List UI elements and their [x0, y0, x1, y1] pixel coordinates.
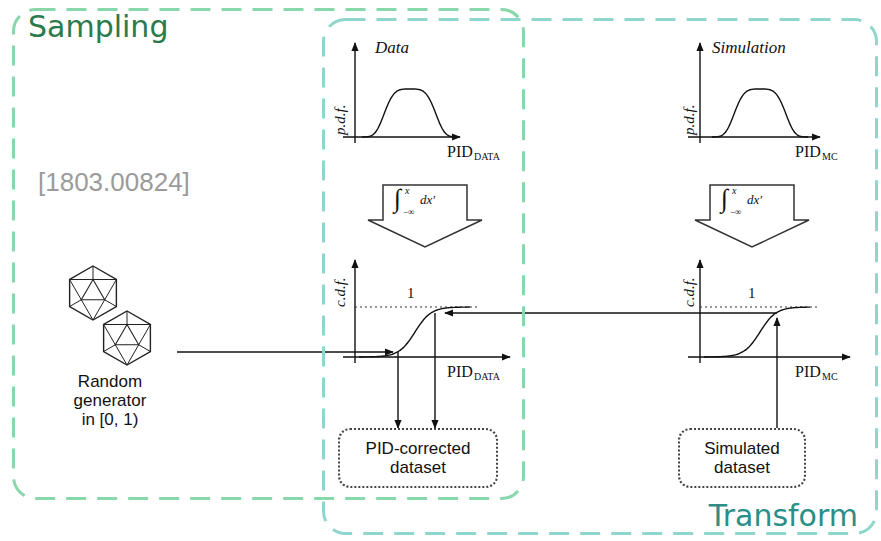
cdf-curve	[704, 307, 810, 357]
region-title: Transform	[709, 499, 858, 533]
region-border	[14, 10, 524, 499]
column-heading: Data	[375, 38, 409, 57]
flow-arrow	[397, 352, 398, 428]
cdf-curve	[359, 307, 470, 357]
integral-differential: dx′	[747, 193, 762, 208]
reference-watermark: [1803.00824]	[38, 168, 190, 197]
plot-axes	[335, 255, 525, 390]
flow-arrow	[177, 351, 393, 352]
axis-label: p.d.f.	[681, 105, 698, 135]
die-edge	[104, 311, 151, 325]
axis-label: PID	[795, 143, 821, 161]
pdf-curve	[362, 89, 458, 137]
axis-tick: 1	[407, 285, 415, 302]
integral-differential: dx′	[420, 193, 435, 208]
die-outline	[104, 311, 151, 365]
plot-axes	[335, 35, 525, 170]
axis-label: p.d.f.	[332, 105, 349, 135]
integral-sign: ∫	[721, 184, 728, 213]
cdf-plot: c.d.f. 1PIDDATA	[335, 255, 525, 390]
axis-label: c.d.f.	[681, 277, 698, 307]
dataset-box: PID-corrected dataset	[338, 428, 498, 488]
y-axis	[699, 260, 700, 363]
die-edge	[93, 280, 116, 321]
axis-subscript: MC	[822, 371, 838, 382]
sampling-region: SamplingRandom generator in [0, 1)	[12, 8, 525, 500]
integral-block-arrow	[368, 185, 482, 247]
pdf-curve	[712, 89, 808, 137]
die-outline	[70, 266, 117, 320]
die-edge	[70, 266, 117, 280]
axis-tick: 1	[748, 285, 756, 302]
dataset-box: Simulated dataset	[678, 428, 806, 488]
axis-label: PID	[795, 363, 821, 381]
axis-subscript: DATA	[474, 151, 500, 162]
flow-arrow	[434, 313, 435, 428]
die-edge	[70, 280, 93, 321]
box-label: Simulated dataset	[692, 439, 792, 477]
x-axis	[343, 136, 460, 137]
die-face	[115, 325, 138, 345]
column-heading: Simulation	[712, 38, 786, 57]
axis-subscript: DATA	[474, 371, 500, 382]
source-label: Random generator in [0, 1)	[68, 372, 152, 429]
random-source: Random generator in [0, 1)	[55, 260, 165, 429]
pdf-plot: Simulationp.d.f.PIDMC	[685, 35, 860, 170]
plot-axes	[670, 255, 860, 390]
die-face	[81, 280, 104, 300]
integral-limit: −∞	[403, 207, 415, 217]
die-edge	[104, 325, 127, 366]
flow-arrow	[776, 318, 777, 428]
axis-label: PID	[447, 143, 473, 161]
integral-limit: −∞	[730, 207, 742, 217]
region-border	[324, 20, 877, 534]
y-axis	[699, 43, 700, 143]
integral-limit: x	[732, 185, 736, 196]
y-axis	[354, 260, 355, 363]
integral-block-arrow	[695, 185, 809, 247]
dice-icon	[55, 260, 165, 370]
axis-label: PID	[447, 363, 473, 381]
pdf-plot: Data p.d.f. PIDDATA	[335, 35, 525, 170]
axis-label: c.d.f.	[332, 277, 349, 307]
y-axis	[354, 43, 355, 143]
integral-limit: x	[405, 185, 409, 196]
flow-arrow	[445, 312, 777, 313]
cdf-plot: c.d.f. 1PIDMC	[670, 255, 860, 390]
region-title: Sampling	[28, 10, 168, 44]
axis-subscript: MC	[822, 151, 838, 162]
box-label: PID-corrected dataset	[352, 439, 484, 477]
integral-sign: ∫	[394, 184, 401, 213]
die-edge	[127, 325, 150, 366]
